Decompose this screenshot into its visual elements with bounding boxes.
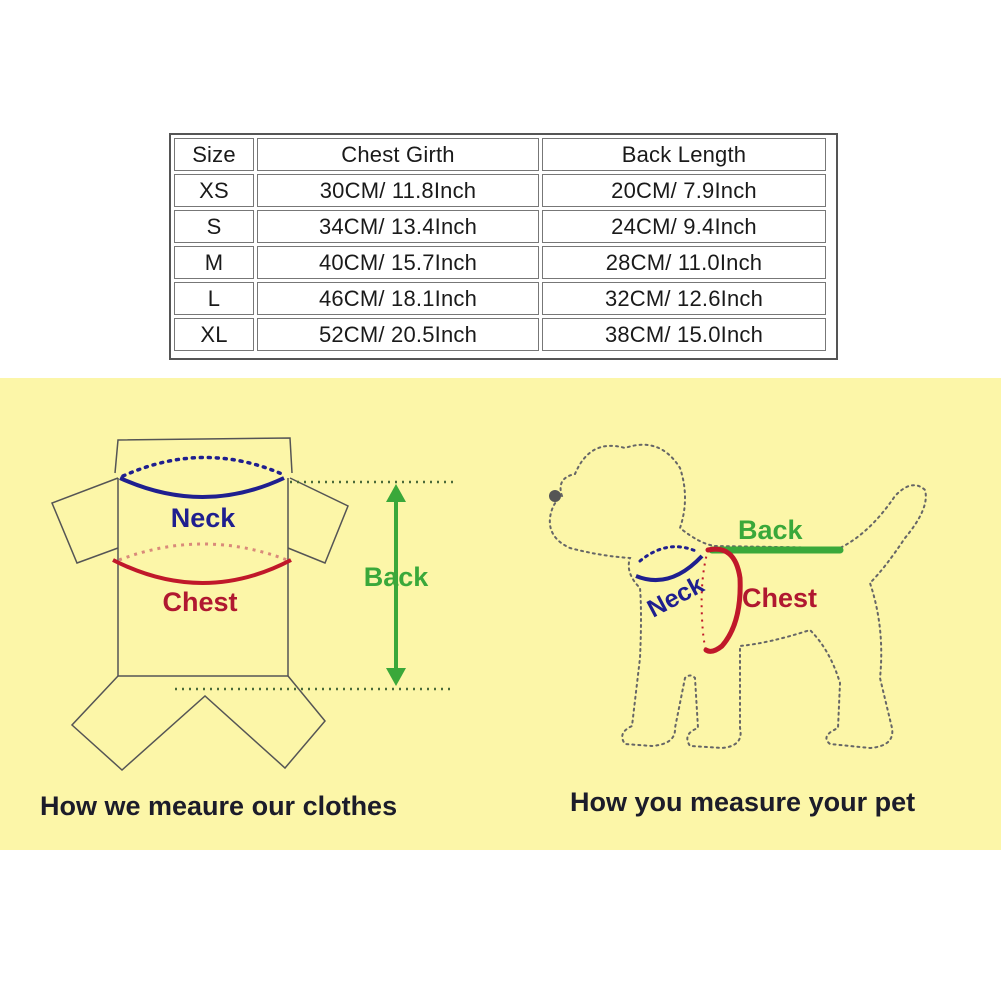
back-length-cell: 28CM/ 11.0Inch (542, 246, 826, 279)
back-length-cell: 20CM/ 7.9Inch (542, 174, 826, 207)
size-cell: XS (174, 174, 254, 207)
clothes-neck-label: Neck (171, 503, 237, 533)
table-header-row: Size Chest Girth Back Length (174, 138, 826, 171)
dog-chest-label: Chest (742, 583, 817, 613)
pet-garment-outline (51, 437, 349, 772)
table-row: XS 30CM/ 11.8Inch 20CM/ 7.9Inch (174, 174, 826, 207)
back-length-cell: 38CM/ 15.0Inch (542, 318, 826, 351)
table-row: L 46CM/ 18.1Inch 32CM/ 12.6Inch (174, 282, 826, 315)
clothes-back-label: Back (364, 562, 430, 592)
size-cell: L (174, 282, 254, 315)
dog-nose (549, 490, 561, 502)
chest-girth-cell: 30CM/ 11.8Inch (257, 174, 539, 207)
table-row: M 40CM/ 15.7Inch 28CM/ 11.0Inch (174, 246, 826, 279)
dog-chest-measure-line (700, 546, 743, 654)
size-chart-table: Size Chest Girth Back Length XS 30CM/ 11… (169, 133, 838, 360)
chest-girth-cell: 40CM/ 15.7Inch (257, 246, 539, 279)
chest-girth-cell: 52CM/ 20.5Inch (257, 318, 539, 351)
clothes-chest-label: Chest (162, 587, 237, 617)
pet-caption: How you measure your pet (570, 787, 916, 817)
dog-back-label: Back (738, 515, 804, 545)
size-cell: XL (174, 318, 254, 351)
chest-measure-line (112, 542, 292, 585)
size-cell: S (174, 210, 254, 243)
header-size: Size (174, 138, 254, 171)
table-border (169, 133, 838, 360)
back-length-cell: 24CM/ 9.4Inch (542, 210, 826, 243)
header-back-length: Back Length (542, 138, 826, 171)
table-row: S 34CM/ 13.4Inch 24CM/ 9.4Inch (174, 210, 826, 243)
measurement-illustration-panel: Neck Chest Back Back Chest Neck How we m… (0, 378, 1001, 850)
size-table-grid: Size Chest Girth Back Length XS 30CM/ 11… (171, 135, 829, 354)
neck-measure-line (119, 455, 285, 499)
table-row: XL 52CM/ 20.5Inch 38CM/ 15.0Inch (174, 318, 826, 351)
clothes-caption: How we meaure our clothes (40, 791, 398, 821)
back-length-arrow (175, 480, 455, 691)
back-length-cell: 32CM/ 12.6Inch (542, 282, 826, 315)
dog-neck-measure-line (635, 545, 704, 582)
chest-girth-cell: 46CM/ 18.1Inch (257, 282, 539, 315)
dog-outline (548, 443, 927, 750)
measurement-drawing: Neck Chest Back Back Chest Neck (51, 437, 927, 772)
chest-girth-cell: 34CM/ 13.4Inch (257, 210, 539, 243)
size-cell: M (174, 246, 254, 279)
header-chest-girth: Chest Girth (257, 138, 539, 171)
